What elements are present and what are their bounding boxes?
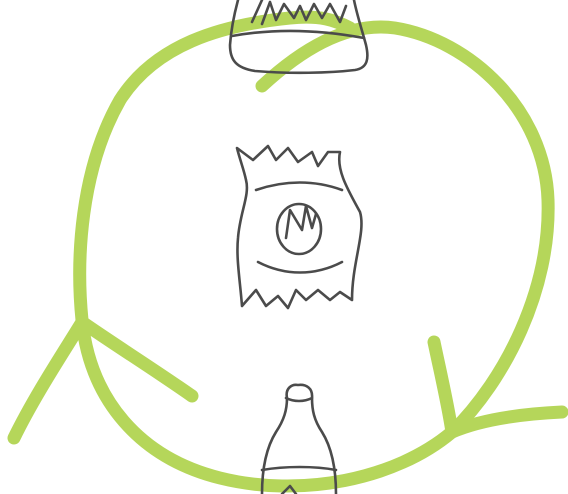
cycle-arrowhead-left-a bbox=[14, 322, 82, 438]
candy-wrapper-icon bbox=[237, 146, 361, 308]
wrapper-label-circle bbox=[277, 204, 321, 254]
wrapper-top-band bbox=[256, 183, 342, 191]
cycle-arrowhead-right-a bbox=[434, 342, 452, 432]
wrapper-label-mark bbox=[286, 206, 316, 238]
bottle-label-line bbox=[262, 467, 336, 470]
bottle-cap-line bbox=[286, 398, 312, 401]
wrapper-bottom-band bbox=[258, 262, 342, 273]
